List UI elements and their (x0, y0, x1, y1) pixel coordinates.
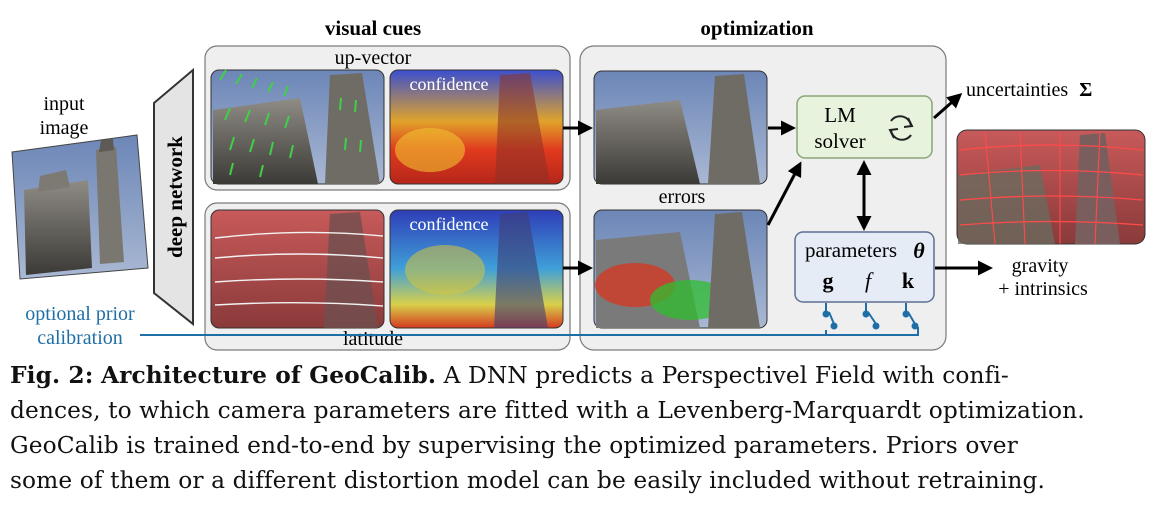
lm-solver-box (796, 95, 933, 159)
caption-fig-number: Fig. 2: (10, 362, 94, 389)
up-vector-label: up-vector (335, 47, 412, 69)
prior-label-line1: optional prior (25, 303, 135, 325)
input-label-line2: image (40, 117, 89, 139)
latitude-error-image (593, 209, 768, 329)
lm-solver-label-line1: LM (824, 103, 856, 127)
confidence-label-top: confidence (410, 74, 489, 94)
caption-line-3: GeoCalib is trained end-to-end by superv… (10, 432, 1018, 459)
parameters-box (794, 231, 935, 303)
intrinsics-label: + intrinsics (998, 278, 1088, 300)
up-vector-confidence-image (389, 69, 564, 185)
param-f: f (865, 268, 874, 293)
refresh-icon (888, 115, 914, 141)
prior-switches (822, 303, 919, 335)
latitude-label: latitude (343, 328, 403, 350)
prior-line (140, 327, 919, 336)
latitude-confidence-image (389, 209, 564, 329)
deep-network-label: deep network (163, 136, 187, 258)
param-k: k (902, 268, 915, 293)
visual-cues-heading: visual cues (325, 16, 421, 40)
sigma-symbol: Σ (1079, 79, 1092, 101)
output-image (956, 129, 1146, 245)
uncertainties-text: uncertainties (966, 79, 1068, 101)
input-image (11, 134, 149, 280)
parameters-label: parameters (805, 238, 897, 262)
latitude-image (210, 209, 385, 329)
gravity-label: gravity (1012, 255, 1069, 277)
up-vector-error-image (593, 70, 768, 185)
input-label-line1: input (43, 93, 85, 115)
prior-label-line2: calibration (37, 327, 123, 349)
caption-text-1: A DNN predicts a Perspectivel Field with… (436, 362, 1009, 389)
caption-line-1: Fig. 2: Architecture of GeoCalib. A DNN … (10, 358, 1150, 393)
caption-line-4: some of them or a different distortion m… (10, 467, 1046, 494)
theta-symbol: θ (913, 238, 925, 263)
param-g: g (823, 268, 834, 293)
errors-label: errors (659, 186, 706, 208)
architecture-figure: visual cues optimization input image dee… (11, 16, 1146, 351)
optimization-heading: optimization (700, 16, 813, 40)
figure-caption: Fig. 2: Architecture of GeoCalib. A DNN … (10, 358, 1150, 498)
up-vector-image (210, 69, 385, 185)
confidence-label-bottom: confidence (410, 214, 489, 234)
lm-solver-label-line2: solver (814, 129, 865, 153)
uncertainties-label: uncertainties Σ (966, 79, 1092, 101)
deep-network-block (153, 67, 194, 327)
caption-line-2: dences, to which camera parameters are f… (10, 397, 1085, 424)
caption-fig-title: Architecture of GeoCalib. (100, 362, 437, 389)
